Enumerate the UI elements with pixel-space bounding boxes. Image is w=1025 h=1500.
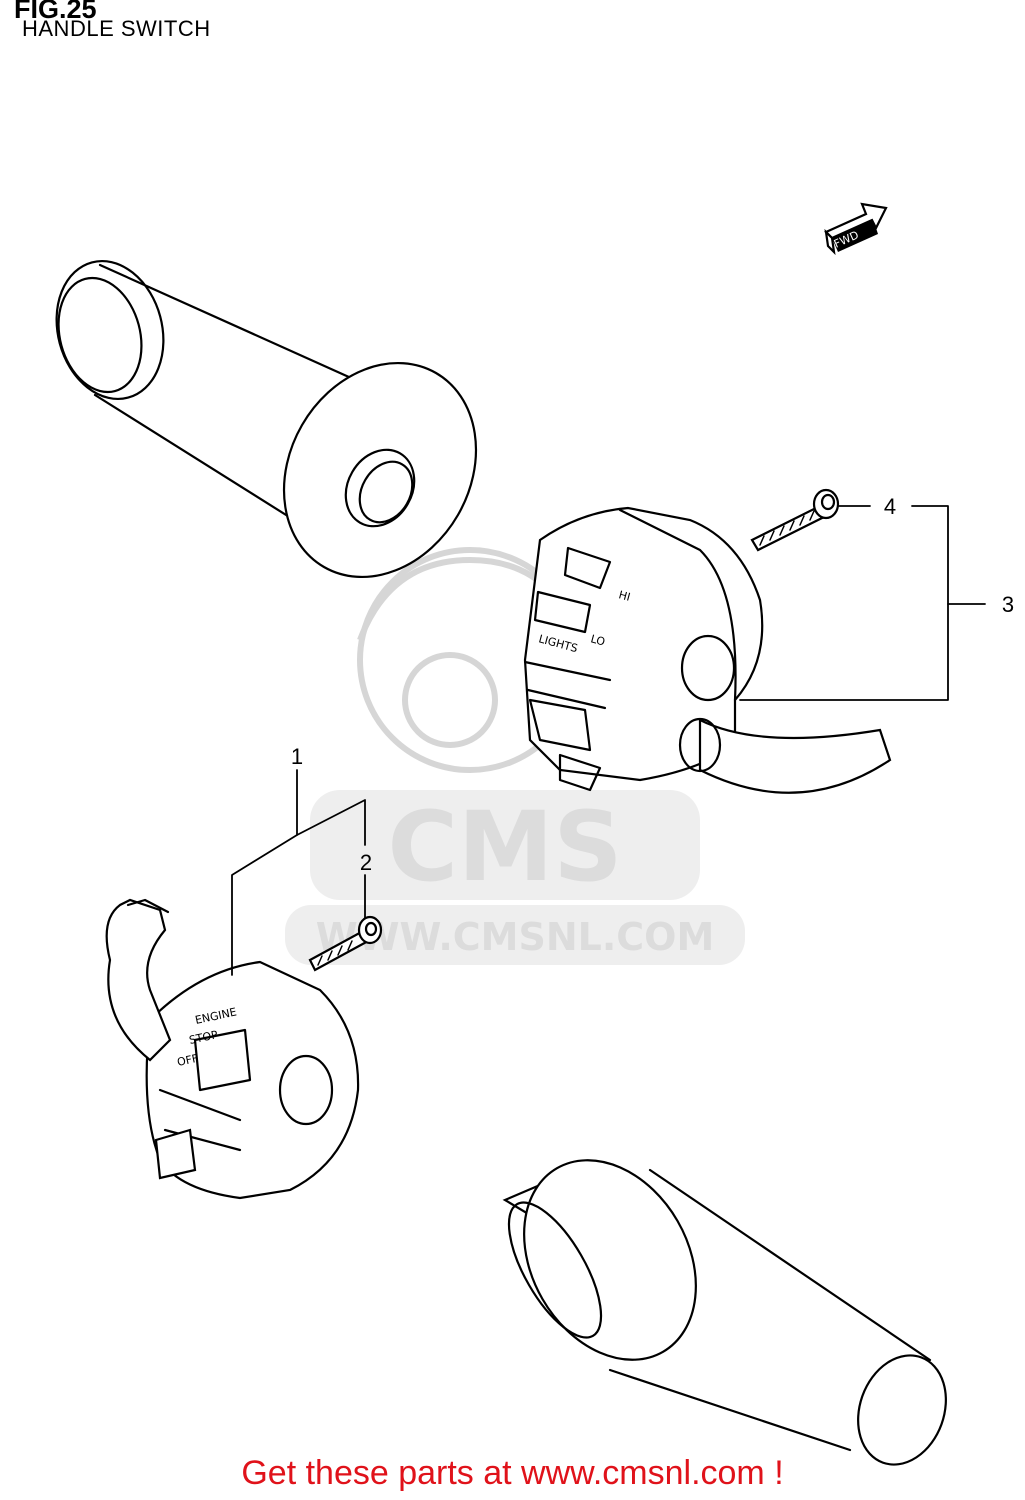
screw-2 — [308, 915, 383, 972]
left-grip — [55, 259, 478, 579]
screw-4 — [750, 488, 840, 552]
callout-2: 2 — [360, 850, 372, 875]
watermark-brand: CMS — [387, 791, 622, 903]
callout-3: 3 — [1002, 592, 1014, 617]
figure-title: FIG.25 — [14, 0, 97, 24]
callout-4: 4 — [884, 494, 896, 519]
hi-label: HI — [617, 588, 631, 604]
footer-link[interactable]: Get these parts at www.cmsnl.com ! — [241, 1454, 784, 1492]
left-handle-switch: ENGINE STOP OFF — [105, 898, 360, 1200]
figure-subtitle: HANDLE SWITCH — [22, 16, 211, 41]
off-label: OFF — [176, 1052, 200, 1069]
callout-1: 1 — [291, 744, 303, 769]
right-grip — [502, 1159, 947, 1466]
fwd-arrow-icon: FWD — [824, 202, 888, 256]
stop-label: STOP — [188, 1028, 219, 1047]
watermark-url: WWW.CMSNL.COM — [316, 915, 715, 959]
lo-label: LO — [589, 632, 607, 648]
leader-lines — [231, 505, 986, 976]
right-handle-switch: HI LO LIGHTS — [523, 506, 892, 794]
cms-watermark: CMS WWW.CMSNL.COM — [285, 547, 745, 965]
